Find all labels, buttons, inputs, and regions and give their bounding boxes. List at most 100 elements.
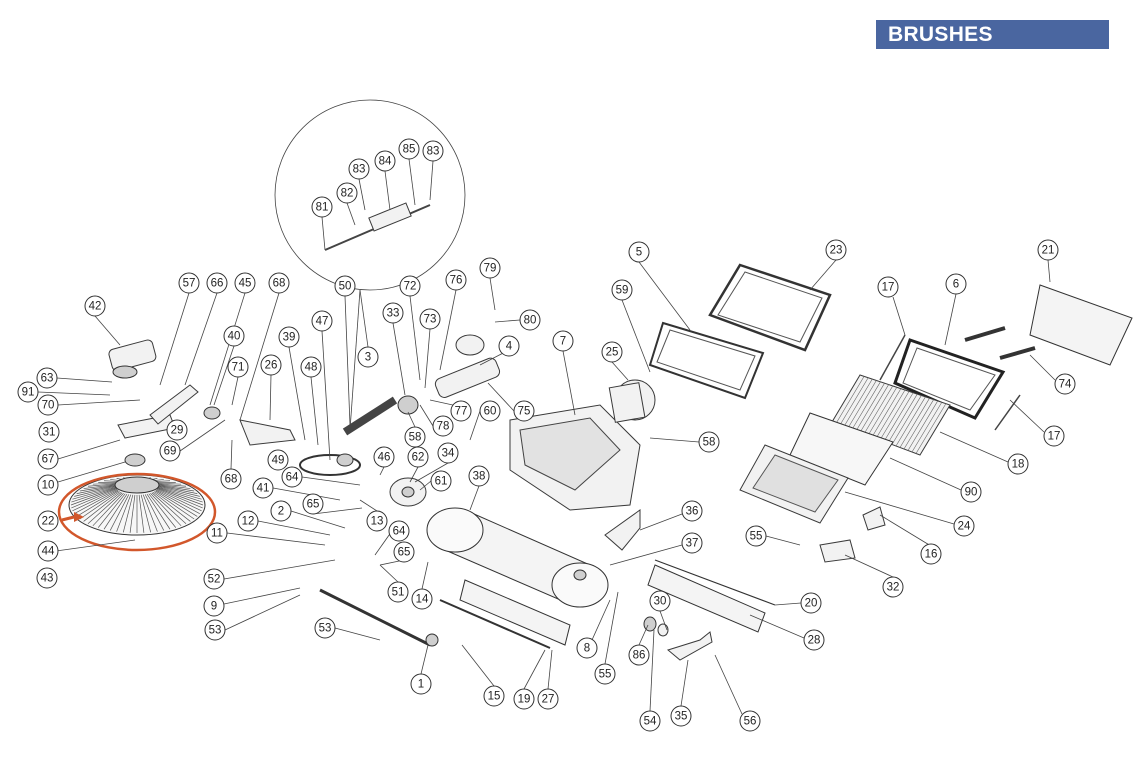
part-callout-83: 83	[422, 140, 444, 162]
section-title-banner: BRUSHES	[876, 20, 1109, 49]
part-callout-59: 59	[611, 279, 633, 301]
part-callout-4: 4	[498, 335, 520, 357]
part-number: 33	[387, 308, 400, 320]
part-number: 18	[1012, 459, 1025, 471]
part-callout-66: 66	[206, 272, 228, 294]
part-number: 62	[412, 452, 425, 464]
part-number: 5	[636, 247, 642, 259]
part-number: 53	[209, 625, 222, 637]
part-number: 65	[398, 547, 411, 559]
part-number: 73	[424, 314, 437, 326]
part-number: 58	[409, 432, 422, 444]
part-callout-43: 43	[36, 567, 58, 589]
part-number: 36	[686, 506, 699, 518]
part-callout-29: 29	[166, 419, 188, 441]
part-number: 3	[365, 352, 371, 364]
part-callout-70: 70	[37, 394, 59, 416]
part-callout-64: 64	[388, 520, 410, 542]
part-number: 57	[183, 278, 196, 290]
part-number: 72	[404, 281, 417, 293]
main-brush-cylinder	[426, 507, 609, 608]
part-callout-22: 22	[37, 510, 59, 532]
part-callout-40: 40	[223, 325, 245, 347]
part-callout-47: 47	[311, 310, 333, 332]
part-number: 47	[316, 316, 329, 328]
part-callout-69: 69	[159, 440, 181, 462]
part-callout-11: 11	[206, 522, 228, 544]
part-number: 26	[265, 360, 278, 372]
part-callout-9: 9	[203, 595, 225, 617]
part-number: 61	[435, 476, 448, 488]
part-callout-62: 62	[407, 446, 429, 468]
part-callout-54: 54	[639, 710, 661, 732]
part-callout-19: 19	[513, 688, 535, 710]
part-callout-20: 20	[800, 592, 822, 614]
detail-magnifier	[274, 99, 466, 291]
part-callout-85: 85	[398, 138, 420, 160]
part-callout-80: 80	[519, 309, 541, 331]
part-callout-68: 68	[268, 272, 290, 294]
part-callout-35: 35	[670, 705, 692, 727]
part-number: 52	[208, 574, 221, 586]
part-callout-49: 49	[267, 449, 289, 471]
part-callout-81: 81	[311, 196, 333, 218]
part-number: 55	[750, 531, 763, 543]
part-number: 14	[416, 594, 429, 606]
part-number: 48	[305, 362, 318, 374]
part-number: 49	[272, 455, 285, 467]
part-number: 29	[171, 425, 184, 437]
part-number: 68	[225, 474, 238, 486]
part-number: 64	[393, 526, 406, 538]
part-callout-16: 16	[920, 543, 942, 565]
part-number: 42	[89, 301, 102, 313]
part-callout-71: 71	[227, 356, 249, 378]
part-number: 11	[211, 528, 223, 540]
part-number: 38	[473, 471, 486, 483]
part-number: 34	[442, 448, 455, 460]
part-callout-68: 68	[220, 468, 242, 490]
part-number: 65	[307, 499, 320, 511]
part-number: 16	[925, 549, 938, 561]
part-callout-63: 63	[36, 367, 58, 389]
part-callout-3: 3	[357, 346, 379, 368]
part-number: 17	[1048, 431, 1061, 443]
part-number: 13	[371, 516, 384, 528]
part-callout-44: 44	[37, 540, 59, 562]
part-number: 75	[518, 406, 531, 418]
part-number: 46	[378, 452, 391, 464]
part-number: 35	[675, 711, 688, 723]
part-callout-7: 7	[552, 330, 574, 352]
part-number: 51	[392, 587, 405, 599]
part-callout-90: 90	[960, 481, 982, 503]
part-callout-65: 65	[393, 541, 415, 563]
part-callout-33: 33	[382, 302, 404, 324]
part-number: 71	[232, 362, 245, 374]
part-number: 83	[353, 164, 366, 176]
part-callout-1: 1	[410, 673, 432, 695]
part-callout-45: 45	[234, 272, 256, 294]
part-number: 17	[882, 282, 895, 294]
part-number: 56	[744, 716, 757, 728]
part-number: 74	[1059, 379, 1072, 391]
part-number: 50	[339, 281, 352, 293]
part-number: 41	[257, 483, 270, 495]
part-number: 24	[958, 521, 971, 533]
part-callout-58: 58	[404, 426, 426, 448]
part-callout-17: 17	[1043, 425, 1065, 447]
part-callout-31: 31	[38, 421, 60, 443]
part-number: 1	[418, 679, 424, 691]
part-callout-38: 38	[468, 465, 490, 487]
part-callout-60: 60	[479, 400, 501, 422]
part-number: 84	[379, 156, 392, 168]
part-callout-2: 2	[270, 500, 292, 522]
part-number: 80	[524, 315, 537, 327]
part-number: 69	[164, 446, 177, 458]
part-number: 91	[22, 387, 35, 399]
part-number: 82	[341, 188, 354, 200]
part-callout-14: 14	[411, 588, 433, 610]
highlight-ring	[57, 472, 217, 552]
part-number: 76	[450, 275, 463, 287]
part-callout-52: 52	[203, 568, 225, 590]
